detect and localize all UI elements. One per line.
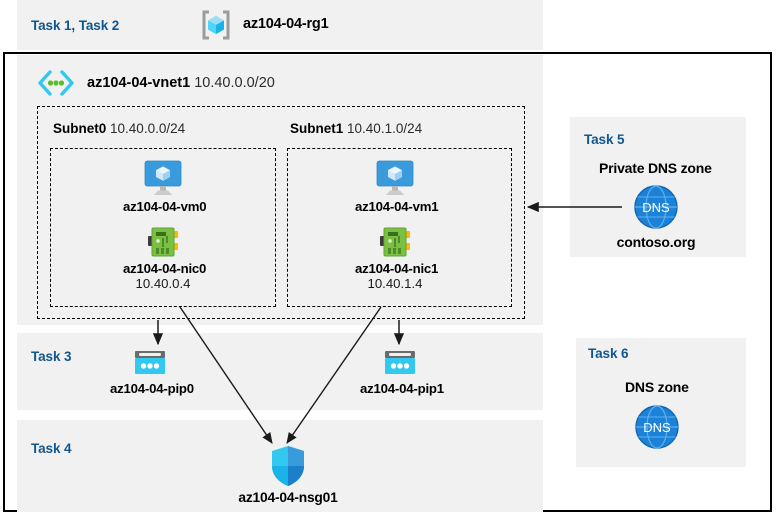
- nic0-name: az104-04-nic0: [123, 261, 207, 276]
- resource-group-name: az104-04-rg1: [243, 16, 329, 32]
- task-label-4: Task 4: [31, 441, 72, 456]
- subnet0-cidr: 10.40.0.0/24: [110, 121, 186, 136]
- svg-text:DNS: DNS: [642, 200, 670, 215]
- subnet1-name: Subnet1: [290, 121, 344, 136]
- resource-group-panel: [17, 0, 543, 50]
- vm1-name: az104-04-vm1: [355, 199, 439, 214]
- subnets-container: [37, 106, 525, 319]
- task-label-1-2: Task 1, Task 2: [31, 18, 120, 33]
- network-security-group-icon: [272, 446, 304, 486]
- vnet-title: az104-04-vnet1 10.40.0.0/20: [87, 75, 275, 91]
- resource-group-icon: [200, 9, 232, 41]
- nic1-name: az104-04-nic1: [355, 261, 439, 276]
- dns-zone-icon: DNS: [635, 405, 679, 449]
- public-dns-node[interactable]: DNS: [609, 403, 705, 451]
- network-interface-icon: [148, 227, 178, 257]
- svg-text:DNS: DNS: [643, 420, 671, 435]
- virtual-network-icon: [36, 70, 76, 96]
- private-dns-heading: Private DNS zone: [599, 160, 712, 176]
- vnet-panel: [17, 55, 543, 325]
- subnet1-box: [287, 148, 512, 307]
- nic1-node[interactable]: az104-04-nic1 10.40.1.4: [355, 226, 439, 291]
- public-ip-address-icon: [385, 351, 415, 374]
- network-interface-icon: [380, 227, 410, 257]
- dns-zone-icon: DNS: [634, 185, 678, 229]
- vm0-node[interactable]: az104-04-vm0: [123, 159, 207, 214]
- subnet1-title: Subnet1 10.40.1.0/24: [290, 121, 422, 136]
- nic0-node[interactable]: az104-04-nic0 10.40.0.4: [123, 226, 207, 291]
- vnet-cidr: 10.40.0.0/20: [194, 75, 275, 91]
- subnet0-name: Subnet0: [53, 121, 107, 136]
- private-dns-name: contoso.org: [616, 234, 696, 250]
- virtual-machine-icon: [376, 160, 414, 195]
- nsg-node[interactable]: az104-04-nsg01: [238, 444, 338, 505]
- private-dns-node[interactable]: DNS contoso.org: [608, 183, 704, 250]
- public-ip-panel: [17, 333, 543, 410]
- task-label-6: Task 6: [588, 346, 629, 361]
- public-ip-address-icon: [135, 351, 165, 374]
- pip0-node[interactable]: az104-04-pip0: [110, 349, 194, 396]
- nsg-name: az104-04-nsg01: [238, 490, 338, 505]
- pip0-name: az104-04-pip0: [110, 381, 194, 396]
- subnet0-box: [50, 148, 276, 307]
- vnet-name: az104-04-vnet1: [87, 75, 191, 91]
- subnet1-cidr: 10.40.1.0/24: [347, 121, 423, 136]
- nic1-ip: 10.40.1.4: [367, 276, 423, 291]
- task-label-3: Task 3: [31, 349, 72, 364]
- pip1-node[interactable]: az104-04-pip1: [360, 349, 444, 396]
- virtual-machine-icon: [144, 160, 182, 195]
- vm1-node[interactable]: az104-04-vm1: [355, 159, 439, 214]
- nic0-ip: 10.40.0.4: [135, 276, 191, 291]
- task-label-5: Task 5: [584, 132, 625, 147]
- pip1-name: az104-04-pip1: [360, 381, 444, 396]
- public-dns-heading: DNS zone: [625, 379, 689, 395]
- vm0-name: az104-04-vm0: [123, 199, 207, 214]
- subnet0-title: Subnet0 10.40.0.0/24: [53, 121, 185, 136]
